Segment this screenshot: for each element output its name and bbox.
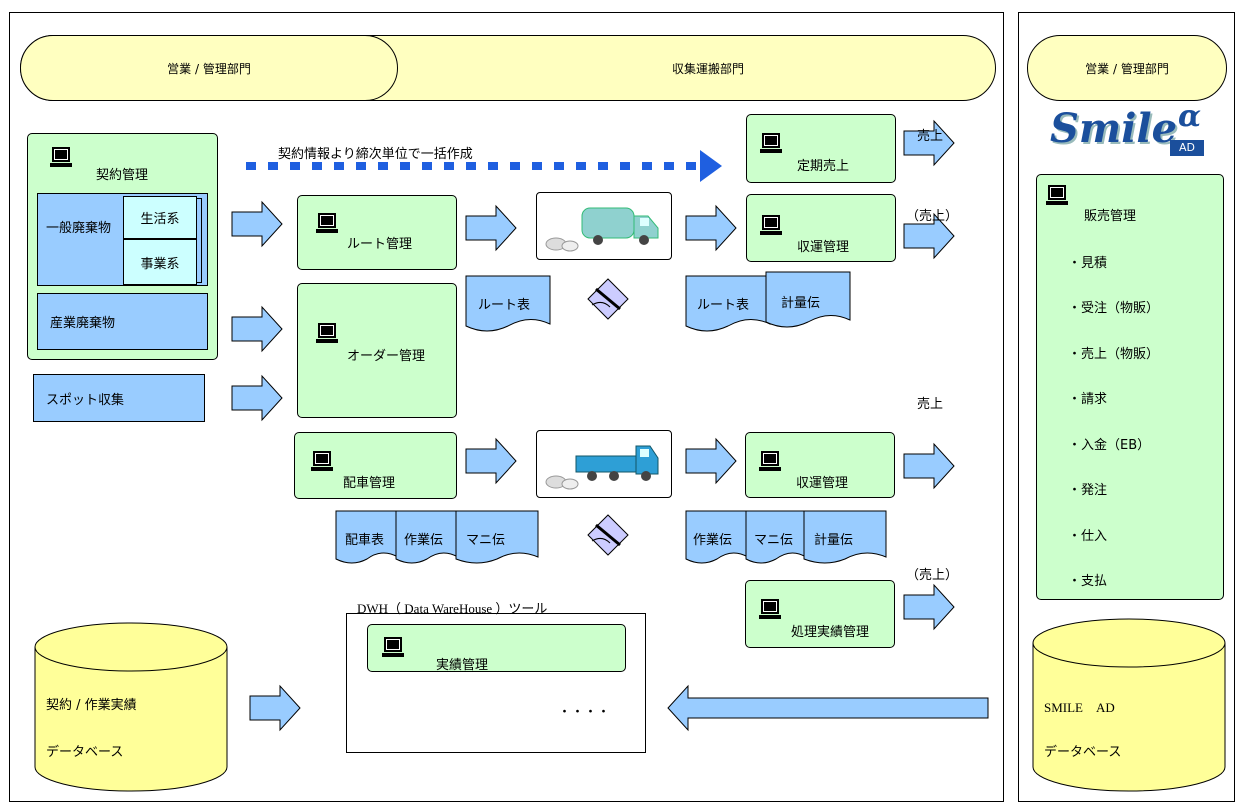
contract-mgmt-label: 契約管理 xyxy=(96,168,149,183)
dotted-arrow-label: 契約情報より締次単位で一括作成 xyxy=(278,147,473,162)
pen-sign-icon xyxy=(587,278,629,320)
computer-icon xyxy=(316,213,338,233)
record-mgmt-box xyxy=(367,624,626,672)
list-item: ・仕入 xyxy=(1068,529,1108,544)
route-sheet-label-2: ルート表 xyxy=(697,298,750,313)
dump-truck-icon xyxy=(545,445,659,490)
sales-label-3: 売上 xyxy=(917,397,944,412)
computer-icon xyxy=(382,637,404,657)
right-db-line2: データベース xyxy=(1044,745,1122,760)
general-waste-label: 一般廃棄物 xyxy=(46,221,112,236)
work-slip-doc-1 xyxy=(395,510,459,564)
sales-label-4: （売上） xyxy=(906,568,959,583)
route-mgmt-label: ルート管理 xyxy=(347,237,413,252)
list-item: ・売上（物販） xyxy=(1068,347,1160,362)
list-item: ・支払 xyxy=(1068,574,1108,589)
disposal-record-label: 処理実績管理 xyxy=(791,625,870,640)
industrial-waste-label: 産業廃棄物 xyxy=(50,316,116,331)
work-slip-label-1: 作業伝 xyxy=(404,533,444,548)
list-item: ・受注（物販） xyxy=(1068,301,1160,316)
work-slip-doc-2 xyxy=(685,510,749,564)
sales-label-2: （売上） xyxy=(906,209,959,224)
route-sheet-doc-1 xyxy=(465,275,551,332)
order-mgmt-label: オーダー管理 xyxy=(347,349,426,364)
right-db-line1: SMILE AD xyxy=(1044,700,1115,715)
industrial-waste-box: 産業廃棄物 xyxy=(37,293,208,350)
household-label: 生活系 xyxy=(140,212,180,227)
weighing-slip-doc-1 xyxy=(765,271,851,328)
sales-mgmt-panel xyxy=(1036,174,1224,600)
work-slip-label-2: 作業伝 xyxy=(693,533,733,548)
sales-mgmt-right-label: 営業 / 管理部門 xyxy=(1085,61,1169,76)
business-label: 事業系 xyxy=(140,256,180,272)
order-mgmt-box xyxy=(297,283,457,418)
weighing-slip-doc-2 xyxy=(803,510,887,564)
weighing-slip-label-1: 計量伝 xyxy=(781,296,821,311)
spot-collection-box: スポット収集 xyxy=(33,374,205,422)
list-item: ・見積 xyxy=(1068,256,1108,271)
dispatch-sheet-doc xyxy=(335,510,399,564)
logo-main: Smile xyxy=(1050,105,1178,152)
route-sheet-label-1: ルート表 xyxy=(478,298,531,313)
manifest-label-2: マニ伝 xyxy=(754,533,794,548)
sales-label-1: 売上 xyxy=(917,129,944,144)
sales-function-list: ・見積 ・受注（物販） ・売上（物販） ・請求 ・入金（EB） ・発注 ・仕入 … xyxy=(1068,252,1218,610)
manifest-doc-2 xyxy=(745,510,807,564)
business-box: 事業系 xyxy=(123,239,197,285)
logo-alpha: α xyxy=(1178,99,1202,134)
pen-sign-icon xyxy=(587,514,629,556)
manifest-label-1: マニ伝 xyxy=(466,533,506,548)
computer-icon xyxy=(760,215,782,235)
sales-mgmt-header-left: 営業 / 管理部門 xyxy=(20,35,398,101)
right-db-top xyxy=(1032,618,1226,668)
transport-mgmt-label-1: 収運管理 xyxy=(797,240,850,255)
list-item: ・入金（EB） xyxy=(1068,438,1151,453)
computer-icon xyxy=(759,451,781,471)
computer-icon xyxy=(759,599,781,619)
transport-mgmt-label-2: 収運管理 xyxy=(796,476,849,491)
dwh-title: DWH（ Data WareHouse ）ツール xyxy=(357,601,548,616)
computer-icon xyxy=(50,147,72,167)
periodic-sales-box xyxy=(746,114,896,183)
sales-mgmt-header-right: 営業 / 管理部門 xyxy=(1027,35,1227,101)
garbage-truck-icon xyxy=(545,207,659,252)
periodic-sales-label: 定期売上 xyxy=(797,159,850,174)
computer-icon xyxy=(1046,185,1068,205)
left-db-body xyxy=(34,647,228,792)
dwh-ellipsis: ・・・・ xyxy=(558,705,611,720)
smile-alpha-logo: Smile α AD xyxy=(1040,99,1215,165)
sales-mgmt-panel-label: 販売管理 xyxy=(1084,209,1137,224)
collection-transport-label: 収集運搬部門 xyxy=(671,61,744,76)
weighing-slip-label-2: 計量伝 xyxy=(814,533,854,548)
transport-mgmt-box-2 xyxy=(745,432,895,498)
dispatch-mgmt-label: 配車管理 xyxy=(343,476,396,491)
list-item: ・請求 xyxy=(1068,392,1108,407)
list-item: ・発注 xyxy=(1068,483,1108,498)
record-mgmt-label: 実績管理 xyxy=(436,658,489,673)
manifest-doc-1 xyxy=(455,510,539,564)
left-db-top xyxy=(34,622,228,672)
left-db-line2: データベース xyxy=(46,745,124,760)
household-box: 生活系 xyxy=(123,196,197,239)
right-db-body xyxy=(1032,643,1226,792)
left-db-line1: 契約 / 作業実績 xyxy=(46,698,137,713)
sales-mgmt-left-label: 営業 / 管理部門 xyxy=(167,61,251,76)
logo-sub: AD xyxy=(1170,140,1204,156)
computer-icon xyxy=(760,133,782,153)
dispatch-sheet-label: 配車表 xyxy=(345,533,385,548)
spot-collection-label: スポット収集 xyxy=(46,392,125,408)
computer-icon xyxy=(311,451,333,471)
computer-icon xyxy=(316,323,338,343)
